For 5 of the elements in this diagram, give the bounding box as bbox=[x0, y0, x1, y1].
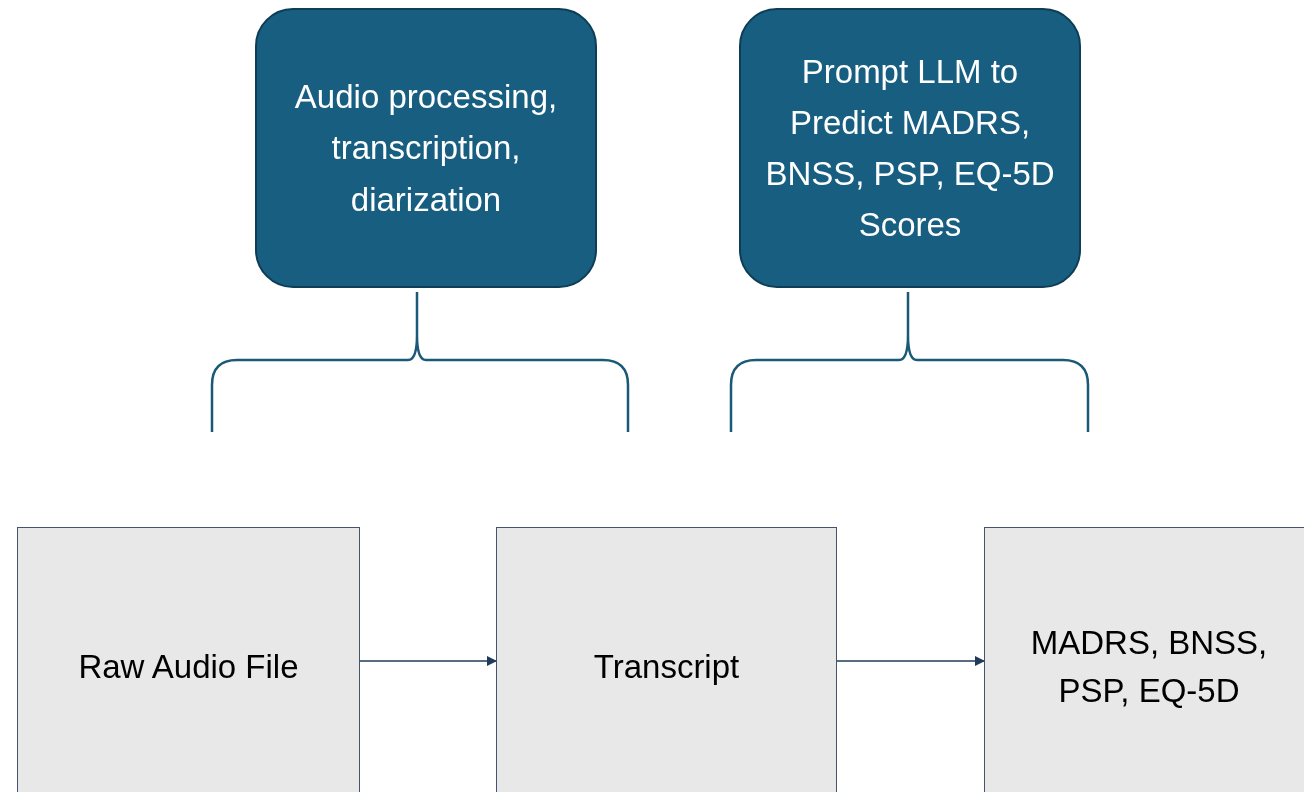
data-box: Transcript bbox=[496, 527, 837, 792]
data-box: MADRS, BNSS, PSP, EQ-5D bbox=[984, 527, 1304, 792]
data-box: Raw Audio File bbox=[17, 527, 360, 792]
process-box: Audio processing, transcription, diarization bbox=[255, 8, 597, 288]
process-box: Prompt LLM to Predict MADRS, BNSS, PSP, EQ-5D Scores bbox=[739, 8, 1081, 288]
